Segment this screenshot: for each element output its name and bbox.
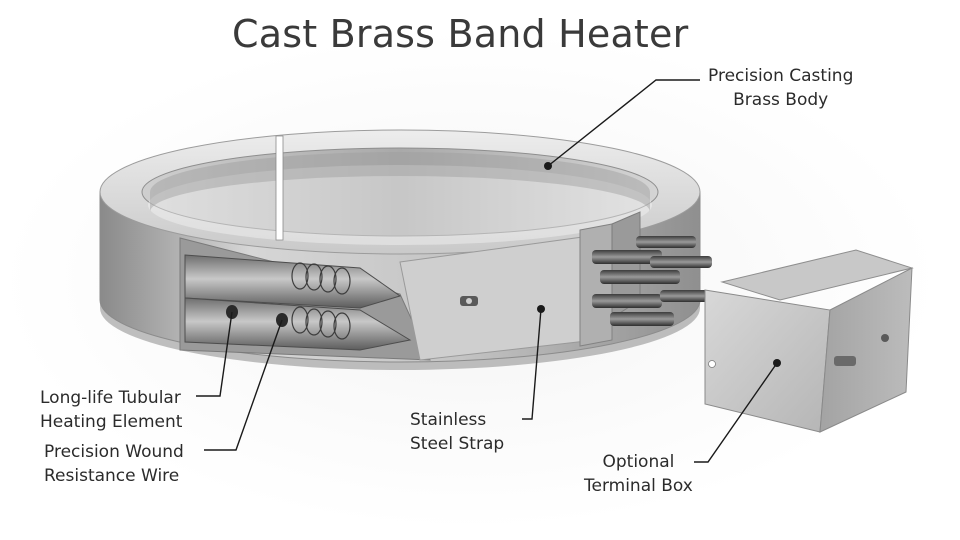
resistance-wire-coils bbox=[291, 262, 351, 340]
callout-resistance-wire: Precision Wound Resistance Wire bbox=[44, 440, 184, 488]
callout-tubular-element-line1: Long-life Tubular bbox=[40, 388, 181, 408]
leader-dots bbox=[537, 162, 781, 367]
leader-lines bbox=[196, 79, 778, 463]
callout-brass-body-line2: Brass Body bbox=[733, 90, 829, 110]
callout-steel-strap-line1: Stainless bbox=[410, 410, 487, 430]
callout-resistance-wire-line2: Resistance Wire bbox=[44, 466, 180, 486]
callout-resistance-wire-line1: Precision Wound bbox=[44, 442, 184, 462]
terminal-studs bbox=[579, 211, 712, 347]
callout-brass-body: Precision Casting Brass Body bbox=[708, 64, 853, 112]
callout-tubular-element: Long-life Tubular Heating Element bbox=[40, 386, 182, 434]
callout-steel-strap: Stainless Steel Strap bbox=[410, 408, 504, 456]
callout-terminal-box: Optional Terminal Box bbox=[584, 450, 693, 498]
callout-steel-strap-line2: Steel Strap bbox=[410, 434, 505, 454]
cutaway-section bbox=[179, 237, 431, 361]
page-title: Cast Brass Band Heater bbox=[232, 12, 689, 56]
terminal-box bbox=[704, 249, 914, 433]
callout-tubular-element-line2: Heating Element bbox=[40, 412, 183, 432]
callout-terminal-box-line1: Optional bbox=[602, 452, 675, 472]
callout-brass-body-line1: Precision Casting bbox=[708, 66, 854, 86]
callout-terminal-box-line2: Terminal Box bbox=[584, 476, 693, 496]
